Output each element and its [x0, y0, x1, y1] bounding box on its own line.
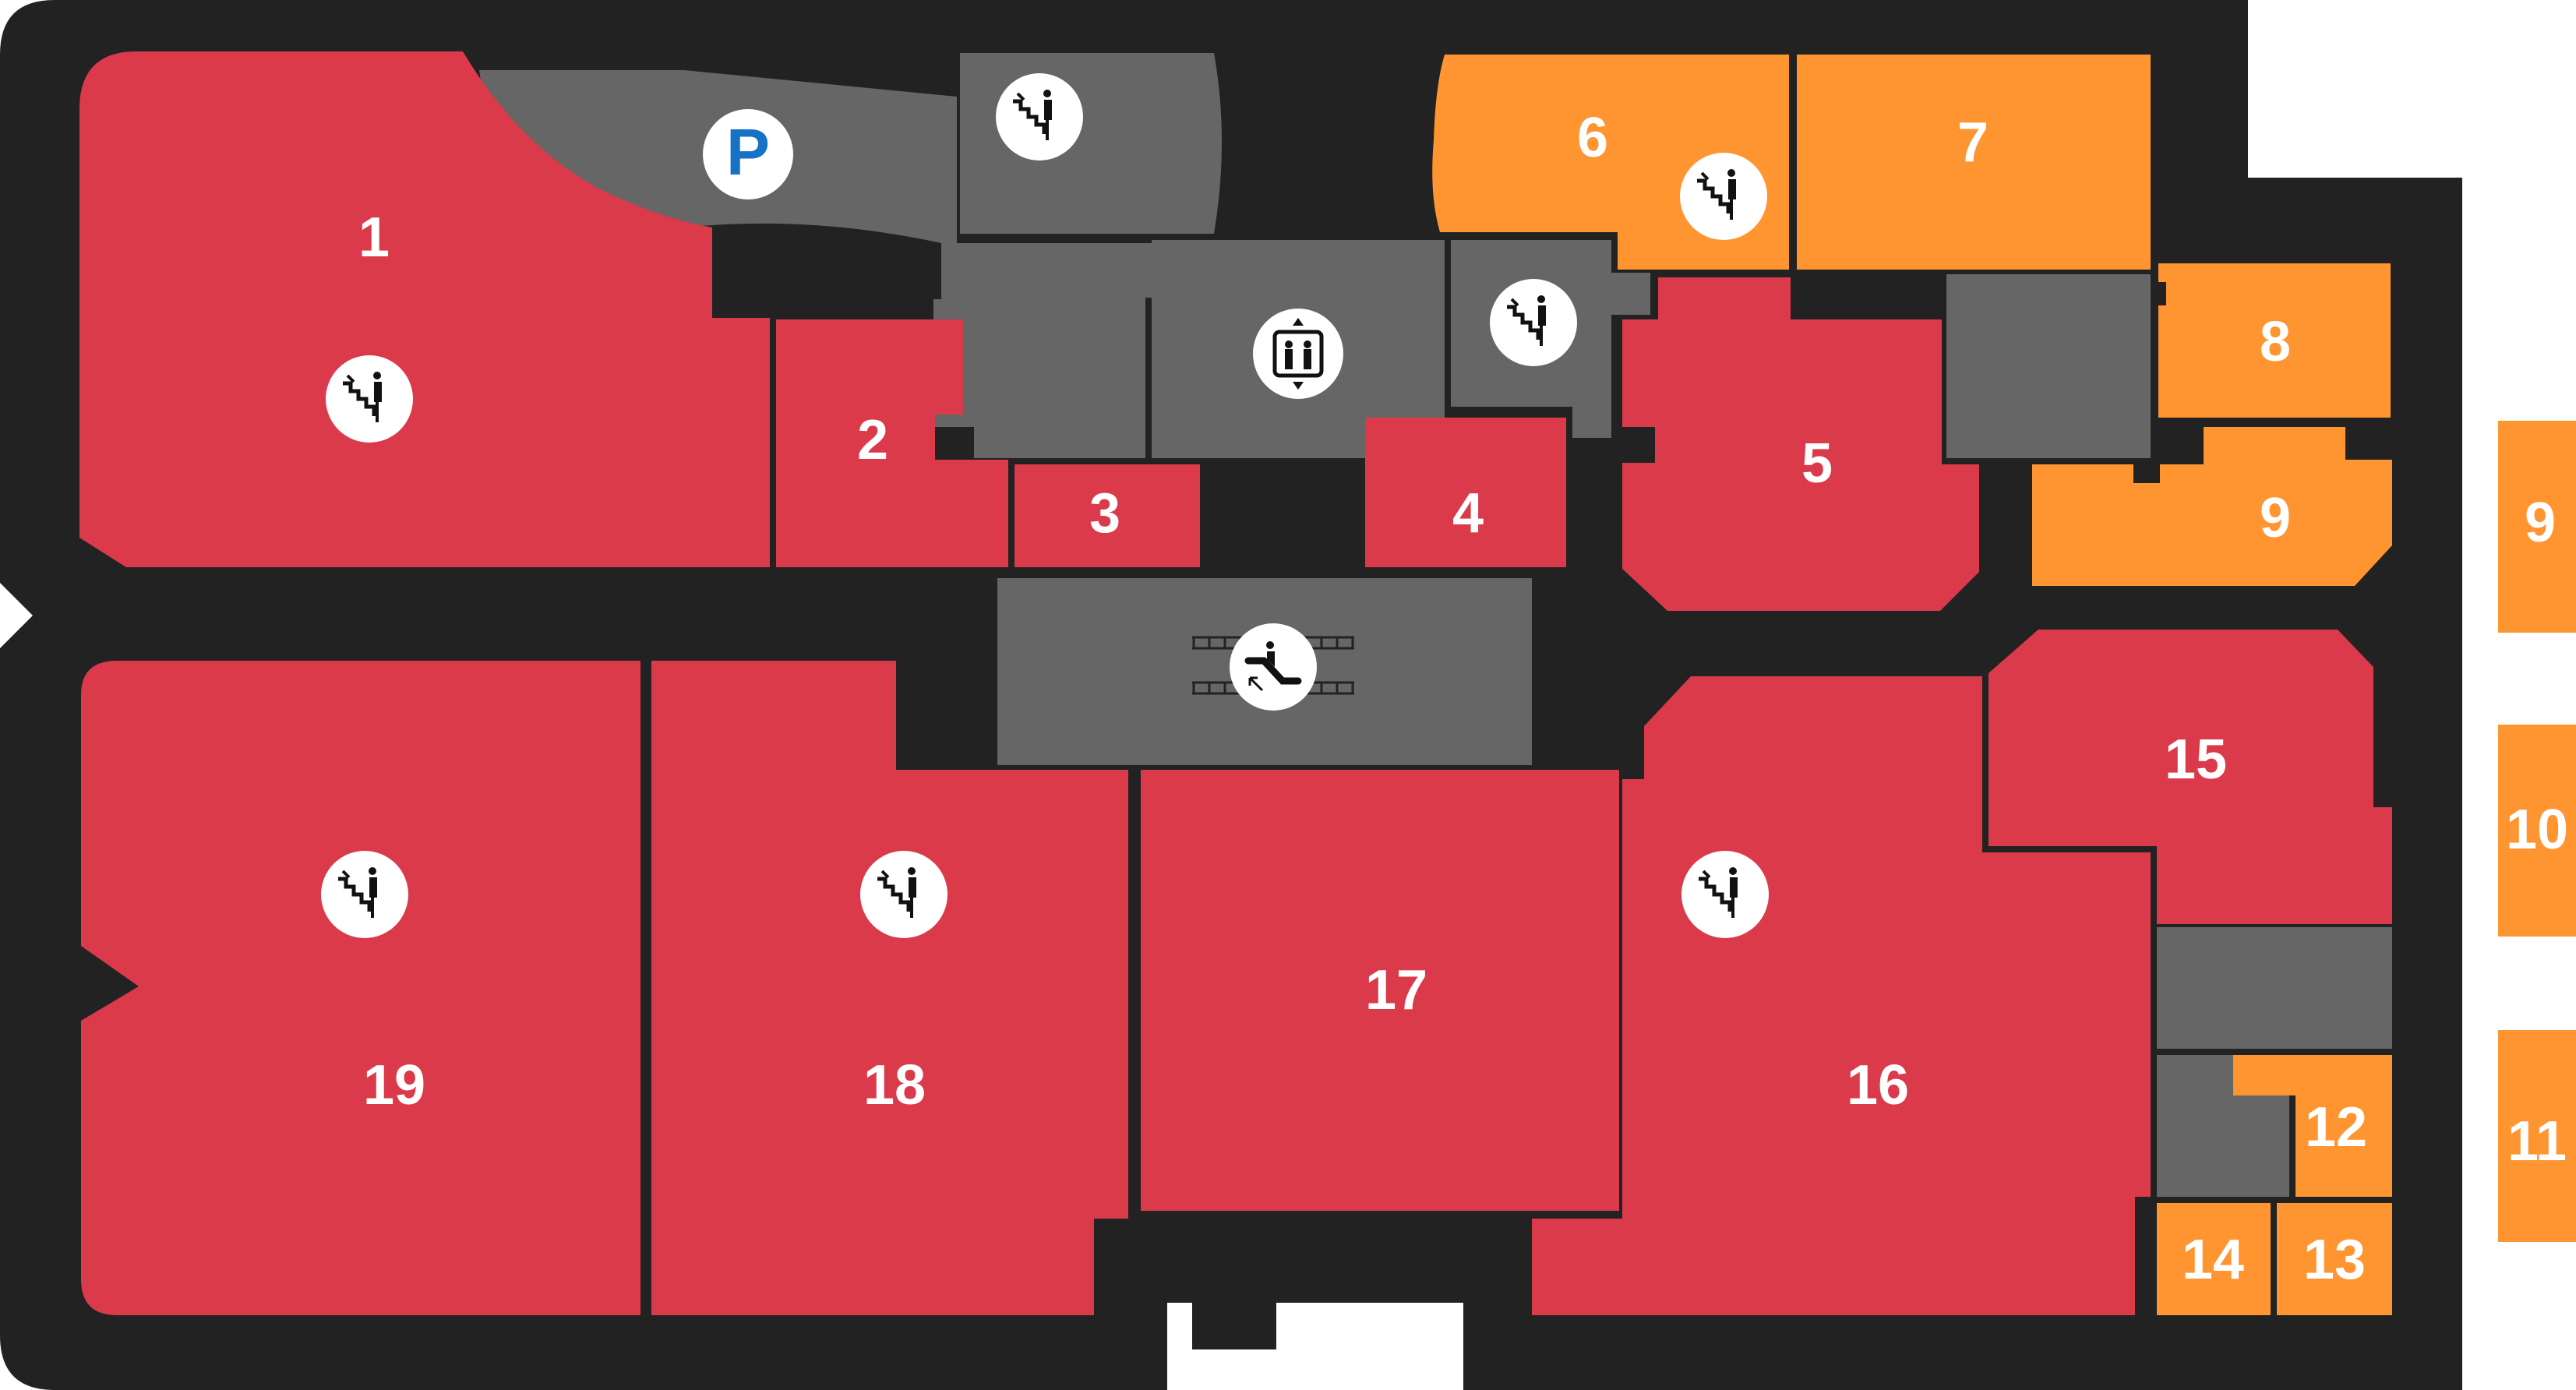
stairs-icon[interactable]: [1490, 279, 1577, 366]
unit-2-label: 2: [857, 409, 888, 471]
unit-12[interactable]: 12: [2233, 1055, 2392, 1197]
unit-1[interactable]: 1: [79, 51, 770, 567]
unit-13-label: 13: [2303, 1229, 2366, 1291]
stairs-icon[interactable]: [321, 851, 408, 938]
unit-4-label: 4: [1452, 482, 1484, 545]
unit-8-label: 8: [2260, 311, 2291, 373]
unit-1-label: 1: [358, 206, 390, 269]
unit-15-label: 15: [2165, 729, 2227, 791]
unit-15[interactable]: 15: [1988, 630, 2392, 924]
svg-text:P: P: [726, 115, 770, 189]
unit-13[interactable]: 13: [2277, 1203, 2392, 1315]
unit-9-outdoor-label: 9: [2525, 492, 2556, 554]
unit-11[interactable]: 11: [2498, 1030, 2576, 1242]
service-corridor-lower: [2157, 927, 2392, 1049]
unit-5[interactable]: 5: [1622, 277, 1979, 611]
unit-5-label: 5: [1801, 432, 1833, 495]
unit-7-label: 7: [1957, 111, 1988, 174]
unit-9-outdoor[interactable]: 9: [2498, 421, 2576, 633]
stair-corridor-top: [960, 53, 1222, 234]
unit-10-label: 10: [2506, 799, 2568, 861]
unit-12-label: 12: [2305, 1096, 2367, 1159]
unit-4[interactable]: 4: [1365, 418, 1566, 567]
unit-6-label: 6: [1577, 107, 1608, 169]
stairs-icon[interactable]: [1681, 851, 1769, 938]
corridor-center-left: [933, 243, 1191, 458]
unit-3[interactable]: 3: [1015, 464, 1200, 567]
unit-17[interactable]: 17: [1141, 770, 1619, 1211]
unit-14-label: 14: [2182, 1229, 2244, 1291]
unit-18-label: 18: [863, 1054, 926, 1117]
stairs-icon[interactable]: [326, 355, 413, 443]
unit-8[interactable]: 8: [2158, 263, 2391, 418]
unit-19-label: 19: [363, 1054, 425, 1117]
unit-2[interactable]: 2: [776, 319, 1008, 567]
unit-18[interactable]: 18: [651, 661, 1128, 1315]
entrance-notch: [1192, 1303, 1276, 1349]
unit-10[interactable]: 10: [2498, 725, 2576, 937]
unit-16[interactable]: 16: [1532, 676, 2151, 1315]
escalator-icon[interactable]: [1230, 623, 1317, 711]
unit-17-label: 17: [1365, 959, 1427, 1021]
unit-9[interactable]: 9: [2032, 427, 2392, 586]
stairs-icon[interactable]: [996, 73, 1083, 161]
unit-19[interactable]: 19: [81, 661, 640, 1315]
stairs-icon[interactable]: [860, 851, 947, 938]
service-corridor-right: [1946, 274, 2151, 458]
unit-14[interactable]: 14: [2157, 1203, 2271, 1315]
elevator-icon[interactable]: [1253, 309, 1343, 399]
unit-3-label: 3: [1089, 482, 1120, 545]
unit-11-label: 11: [2507, 1110, 2567, 1173]
unit-7[interactable]: 7: [1797, 55, 2151, 270]
unit-16-label: 16: [1847, 1054, 1909, 1117]
unit-9-label: 9: [2260, 487, 2291, 549]
parking-icon[interactable]: P: [703, 109, 793, 199]
stairs-icon[interactable]: [1680, 153, 1767, 240]
